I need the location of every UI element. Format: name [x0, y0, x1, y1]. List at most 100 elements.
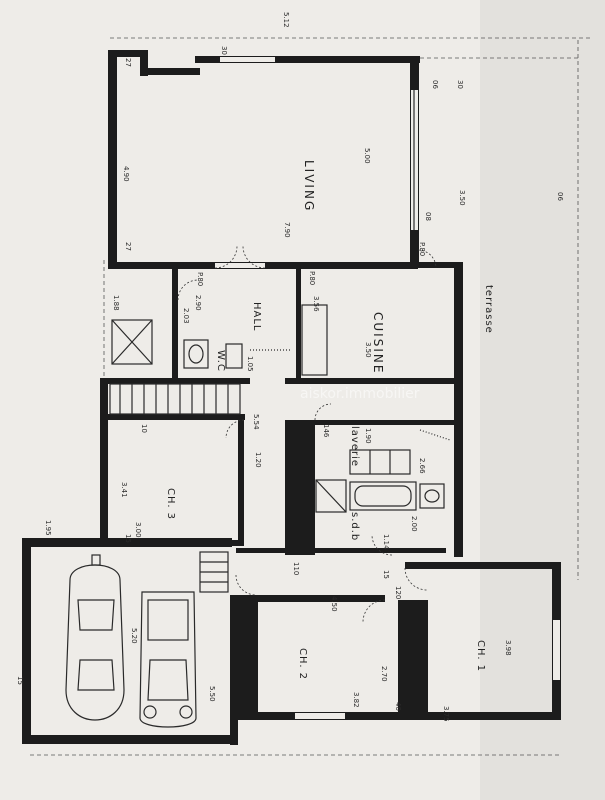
room-label-sdb: s.d.b — [349, 512, 360, 541]
dim-label: 27 — [124, 58, 132, 67]
dim-label: 3.82 — [352, 692, 360, 708]
window-ch1-right — [553, 620, 560, 680]
dim-label: 27 — [124, 242, 132, 251]
wall-wc-left — [172, 268, 178, 380]
wall-hall-ch3-right — [238, 420, 244, 546]
wall-ch3-left — [100, 378, 108, 546]
dim-label: 7.90 — [283, 222, 291, 238]
dim-label: 1.95 — [44, 520, 52, 536]
dim-label: 2.00 — [410, 516, 418, 532]
wall-living-left — [108, 50, 117, 266]
wall-terrace-right — [454, 262, 463, 557]
dim-label: 5.20 — [130, 628, 138, 644]
dimension-labels: 5.12 30 27 27 4.90 7.90 5.00 06 30 06 08… — [16, 12, 564, 722]
dim-label: 2.70 — [380, 666, 388, 682]
car-left-drawing — [65, 554, 125, 721]
wall-garage-top — [22, 538, 232, 547]
wall-hall-cuisine-bottom — [285, 378, 460, 384]
dim-label: 1.20 — [254, 452, 262, 468]
dim-label: 1.88 — [112, 295, 120, 311]
dim-label: 10 — [140, 424, 148, 433]
dim-label: 146 — [322, 424, 330, 438]
dim-label: 2.90 — [194, 295, 202, 311]
wall-hall-cuisine — [296, 268, 301, 378]
dim-label: 1.05 — [246, 356, 254, 372]
dim-label: 3.75 — [442, 706, 450, 722]
basin-sdb — [419, 483, 445, 509]
room-label-wc: W.C — [215, 350, 226, 372]
dim-label: 06 — [431, 80, 439, 89]
dim-label: 5.12 — [282, 12, 290, 28]
wall-garage-left — [22, 538, 31, 743]
wall-ch3-top — [100, 414, 245, 420]
dim-label: 5.50 — [208, 686, 216, 702]
room-label-hall: HALL — [251, 302, 262, 332]
room-label-ch2: CH. 2 — [297, 648, 308, 680]
dim-label: 15 — [16, 676, 24, 685]
wall-living-notch — [140, 50, 148, 76]
dim-label: 4.90 — [122, 166, 130, 182]
room-label-terrasse: terrasse — [483, 285, 494, 334]
car-right-drawing — [139, 591, 197, 728]
wall-living-notch-top — [140, 68, 200, 75]
dim-label: 1.14 — [382, 534, 390, 550]
dim-label: 1.90 — [364, 428, 372, 444]
wall-living-top — [195, 56, 420, 63]
wall-stair-top — [100, 378, 250, 384]
dim-label: P.80 — [308, 271, 316, 285]
wc-fixtures — [183, 339, 243, 369]
shower-tray — [111, 319, 153, 365]
dim-label: 4.50 — [330, 596, 338, 612]
dim-label: 120 — [394, 586, 402, 599]
dim-label: 06 — [556, 192, 564, 201]
dim-label: P.80 — [418, 242, 426, 256]
wall-corridor-bottom — [230, 595, 385, 602]
wall-lower-bottom — [236, 712, 561, 720]
dim-label: 15 — [124, 534, 132, 543]
laverie-fixtures — [349, 449, 411, 475]
room-label-ch3: CH. 3 — [165, 488, 176, 520]
watermark: aiskor.immobilier — [300, 386, 420, 402]
shower-sdb — [315, 479, 347, 513]
room-label-cuisine: CUISINE — [371, 312, 385, 374]
dim-label: 40 — [394, 702, 402, 711]
wall-sdb-left — [285, 425, 315, 555]
bathtub — [349, 481, 417, 511]
room-label-laverie: laverie — [349, 426, 360, 467]
wall-ch1-top — [405, 562, 561, 569]
paper-shade — [480, 0, 605, 800]
door-gap-living — [215, 263, 265, 268]
wall-laverie-top — [285, 420, 460, 425]
wall-garage-bottom — [22, 735, 237, 744]
dim-label: 3.98 — [504, 640, 512, 656]
dim-label: 110 — [292, 562, 300, 575]
hatch-marks — [250, 349, 451, 441]
dim-label: 08 — [424, 212, 432, 221]
room-label-living: LIVING — [302, 160, 316, 212]
wall-lower-corridor-top — [236, 548, 446, 553]
window-ch2 — [295, 713, 345, 719]
wall-living-top-left — [108, 50, 148, 57]
dim-label: 3.50 — [364, 342, 372, 358]
wall-ch2-ch1 — [398, 600, 428, 712]
kitchen-counter — [301, 304, 328, 376]
wall-terrace-top — [414, 262, 462, 268]
window-living-top — [220, 57, 275, 62]
dim-label: 30 — [220, 46, 228, 55]
wall-ch2-left — [236, 595, 258, 720]
dim-label: 5.00 — [363, 148, 371, 164]
dim-label: 30 — [456, 80, 464, 89]
dim-label: 5.54 — [252, 414, 260, 430]
dim-label: P.80 — [196, 272, 204, 286]
door-arcs — [177, 245, 437, 623]
dim-label: 3.41 — [120, 482, 128, 498]
dim-label: 2.03 — [182, 308, 190, 324]
wall-garage-right — [230, 595, 238, 745]
dim-label: 3.00 — [134, 522, 142, 538]
garage-stairs — [199, 551, 229, 593]
dim-label: 3.50 — [458, 190, 466, 206]
dim-label: 3.56 — [312, 296, 320, 312]
staircase — [109, 383, 241, 415]
